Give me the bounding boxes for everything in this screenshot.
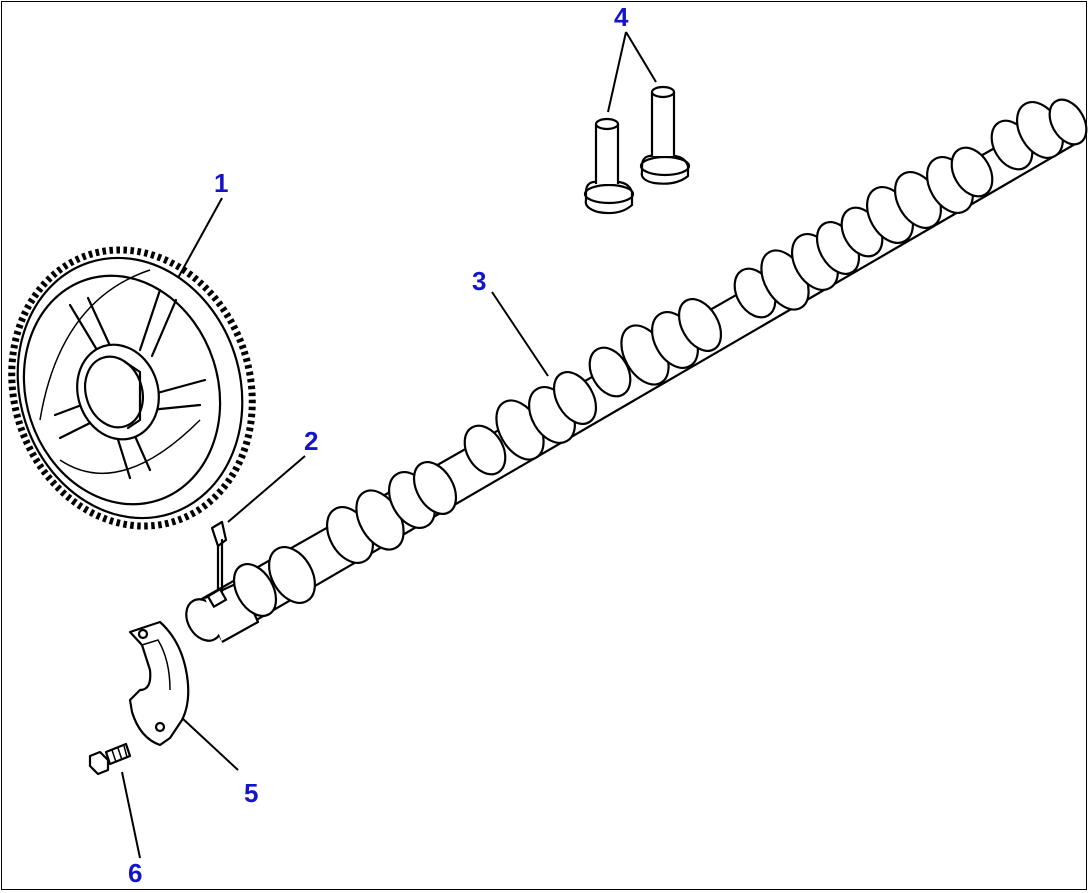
key (210, 520, 228, 594)
callout-2: 2 (304, 426, 319, 456)
callout-6: 6 (128, 858, 143, 888)
camshaft (185, 98, 1088, 643)
thrust-plate (128, 620, 190, 747)
callout-1: 1 (214, 168, 229, 198)
leader-3 (491, 291, 549, 377)
callout-5: 5 (244, 778, 259, 808)
cam-gear (8, 246, 256, 530)
leader-2 (227, 455, 306, 523)
bolt (88, 742, 132, 776)
tappets (583, 85, 691, 215)
leader-4b (625, 31, 657, 83)
leader-6 (121, 771, 141, 859)
tappet-left (583, 117, 635, 215)
callout-4: 4 (614, 2, 629, 32)
leader-4a (607, 31, 627, 113)
leader-lines (121, 31, 657, 859)
leader-1 (177, 197, 223, 279)
leader-5 (181, 717, 239, 771)
callout-3: 3 (472, 266, 487, 296)
tappet-right (639, 85, 691, 185)
